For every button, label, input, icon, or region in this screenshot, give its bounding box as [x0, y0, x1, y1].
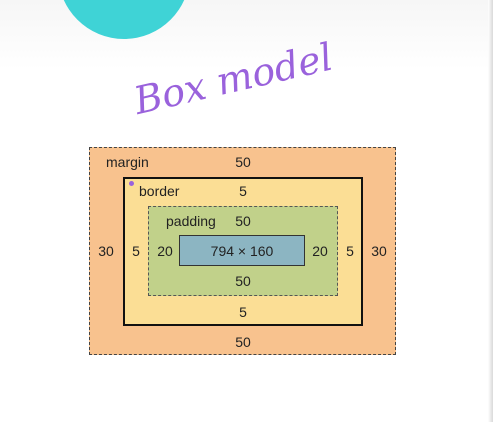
content-box [179, 235, 305, 266]
margin-right-value: 30 [371, 243, 387, 259]
padding-right-value: 20 [312, 243, 328, 259]
purple-dot [129, 181, 134, 186]
border-top-value: 5 [239, 183, 247, 199]
border-label: border [139, 183, 180, 199]
padding-label: padding [166, 213, 216, 229]
margin-label: margin [106, 154, 149, 170]
padding-top-value: 50 [235, 213, 251, 229]
padding-left-value: 20 [157, 243, 173, 259]
margin-left-value: 30 [98, 243, 114, 259]
border-bottom-value: 5 [239, 304, 247, 320]
margin-bottom-value: 50 [235, 334, 251, 350]
page-edge-shadow [488, 0, 493, 422]
border-left-value: 5 [132, 243, 140, 259]
padding-bottom-value: 50 [235, 273, 251, 289]
margin-top-value: 50 [235, 154, 251, 170]
content-size: 794 × 160 [210, 243, 274, 259]
border-right-value: 5 [346, 243, 354, 259]
